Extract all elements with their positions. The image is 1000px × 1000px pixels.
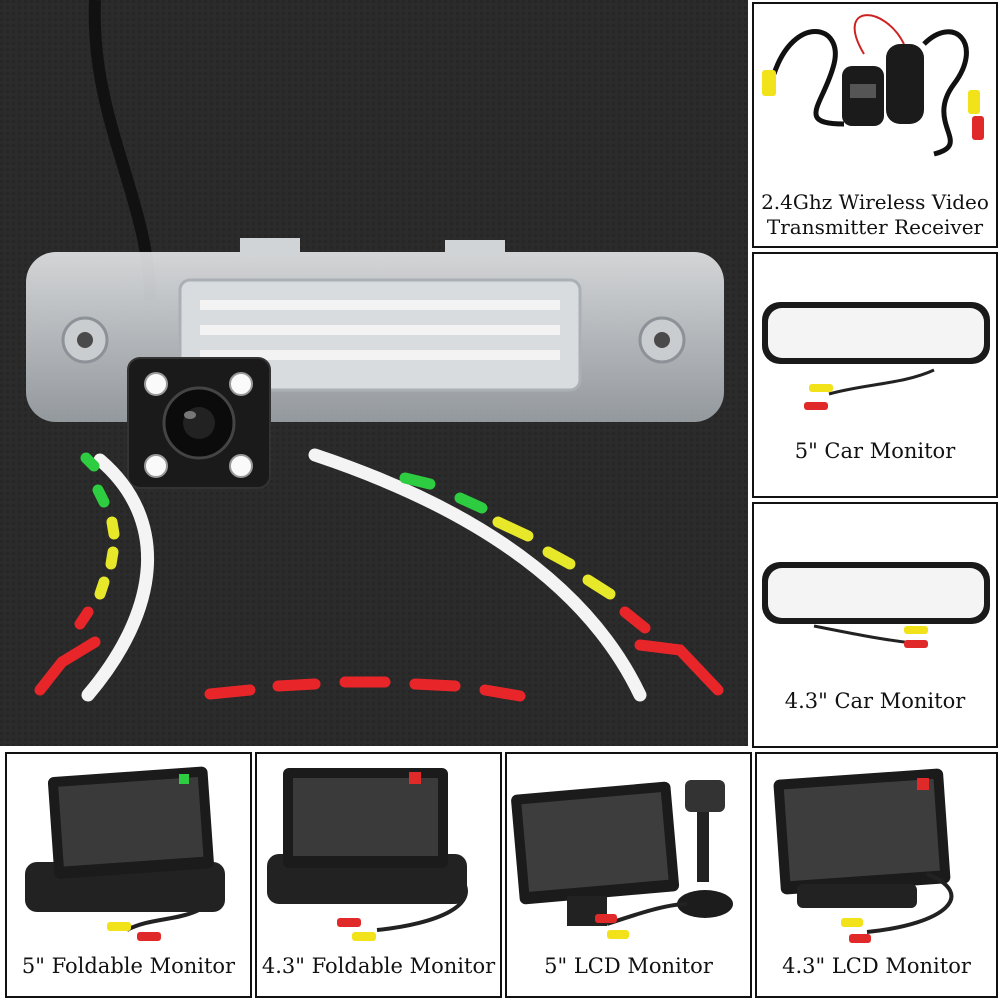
caption-car-monitor-43: 4.3" Car Monitor <box>784 689 966 713</box>
lcd-monitor-43-image <box>773 768 954 943</box>
panel-foldable-43: 4.3" Foldable Monitor <box>255 752 502 998</box>
camera-illustration <box>0 0 748 746</box>
lcd-monitor-5-image <box>511 780 733 939</box>
wireless-transmitter-image <box>762 14 984 157</box>
caption-wireless-line2: Transmitter Receiver <box>766 215 984 239</box>
panel-lcd-43: 4.3" LCD Monitor <box>755 752 998 998</box>
caption-lcd-5: 5" LCD Monitor <box>544 954 713 978</box>
foldable-monitor-5-image <box>25 766 225 941</box>
guide-line-left-white <box>81 453 155 702</box>
caption-wireless-line1: 2.4Ghz Wireless Video <box>761 190 989 214</box>
car-mirror-monitor-5-image <box>762 302 990 410</box>
foldable-monitor-43-image <box>267 768 468 941</box>
caption-foldable-5: 5" Foldable Monitor <box>21 954 236 978</box>
panel-foldable-5: 5" Foldable Monitor <box>5 752 252 998</box>
caption-foldable-43: 4.3" Foldable Monitor <box>261 954 496 978</box>
panel-wireless-transmitter: 2.4Ghz Wireless Video Transmitter Receiv… <box>752 2 998 248</box>
panel-lcd-5: 5" LCD Monitor <box>505 752 752 998</box>
camera-body <box>127 357 271 489</box>
car-mirror-monitor-43-image <box>762 562 990 648</box>
guide-line-right-dashed <box>399 472 724 696</box>
panel-car-monitor-5: 5" Car Monitor <box>752 252 998 498</box>
guide-line-left-dashed <box>34 452 120 696</box>
caption-lcd-43: 4.3" LCD Monitor <box>782 954 971 978</box>
guide-line-bottom-dashed <box>204 676 526 702</box>
caption-car-monitor-5: 5" Car Monitor <box>794 439 956 463</box>
hero-camera-image <box>0 0 748 746</box>
panel-car-monitor-43: 4.3" Car Monitor <box>752 502 998 748</box>
guide-line-right-white <box>308 448 647 702</box>
